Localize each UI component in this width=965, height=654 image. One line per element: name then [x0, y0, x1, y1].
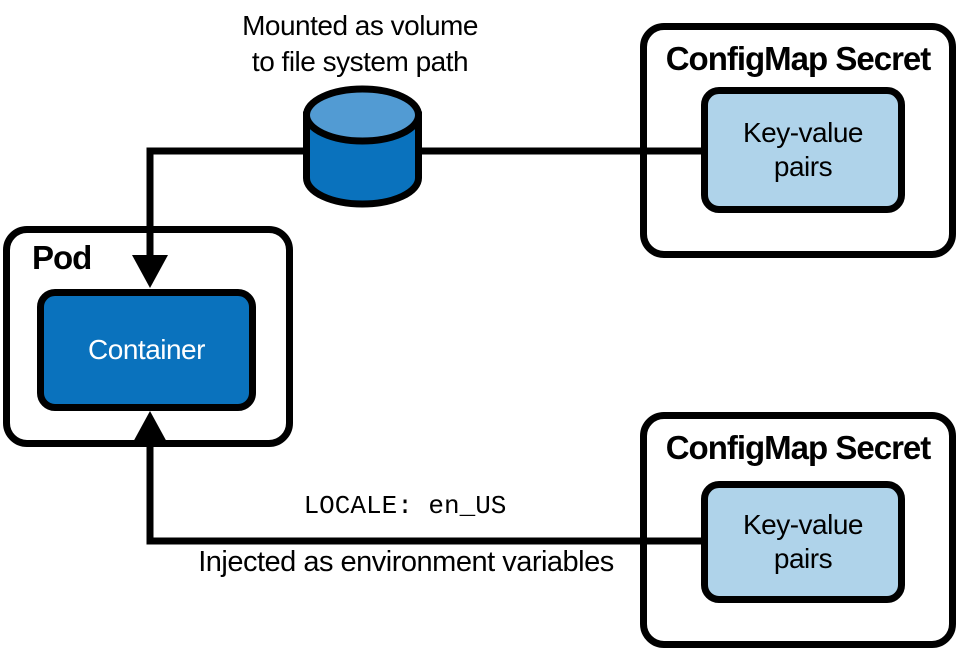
pod-title: Pod [32, 239, 92, 276]
mounted-as-volume-label: Mounted as volume to file system path [160, 8, 560, 80]
cylinder-top [303, 85, 422, 145]
key-value-pairs-box-top: Key-value pairs [701, 87, 905, 213]
key-value-line2-bottom: pairs [773, 543, 833, 574]
key-value-line2-top: pairs [773, 151, 833, 182]
key-value-line1-top: Key-value [742, 117, 864, 148]
key-value-pairs-box-bottom: Key-value pairs [701, 481, 905, 603]
env-variable-code-label: LOCALE: en_US [303, 491, 507, 521]
container-box: Container [37, 289, 256, 411]
configmap-secret-title-top: ConfigMap Secret [665, 40, 932, 77]
key-value-line1-bottom: Key-value [742, 509, 864, 540]
configmap-secret-title-bottom: ConfigMap Secret [665, 429, 932, 466]
volume-cylinder-icon [303, 85, 422, 208]
container-label: Container [88, 334, 205, 365]
mounted-label-line2: to file system path [251, 46, 469, 77]
mounted-label-line1: Mounted as volume [242, 10, 478, 41]
injected-as-env-caption: Injected as environment variables [198, 546, 614, 578]
